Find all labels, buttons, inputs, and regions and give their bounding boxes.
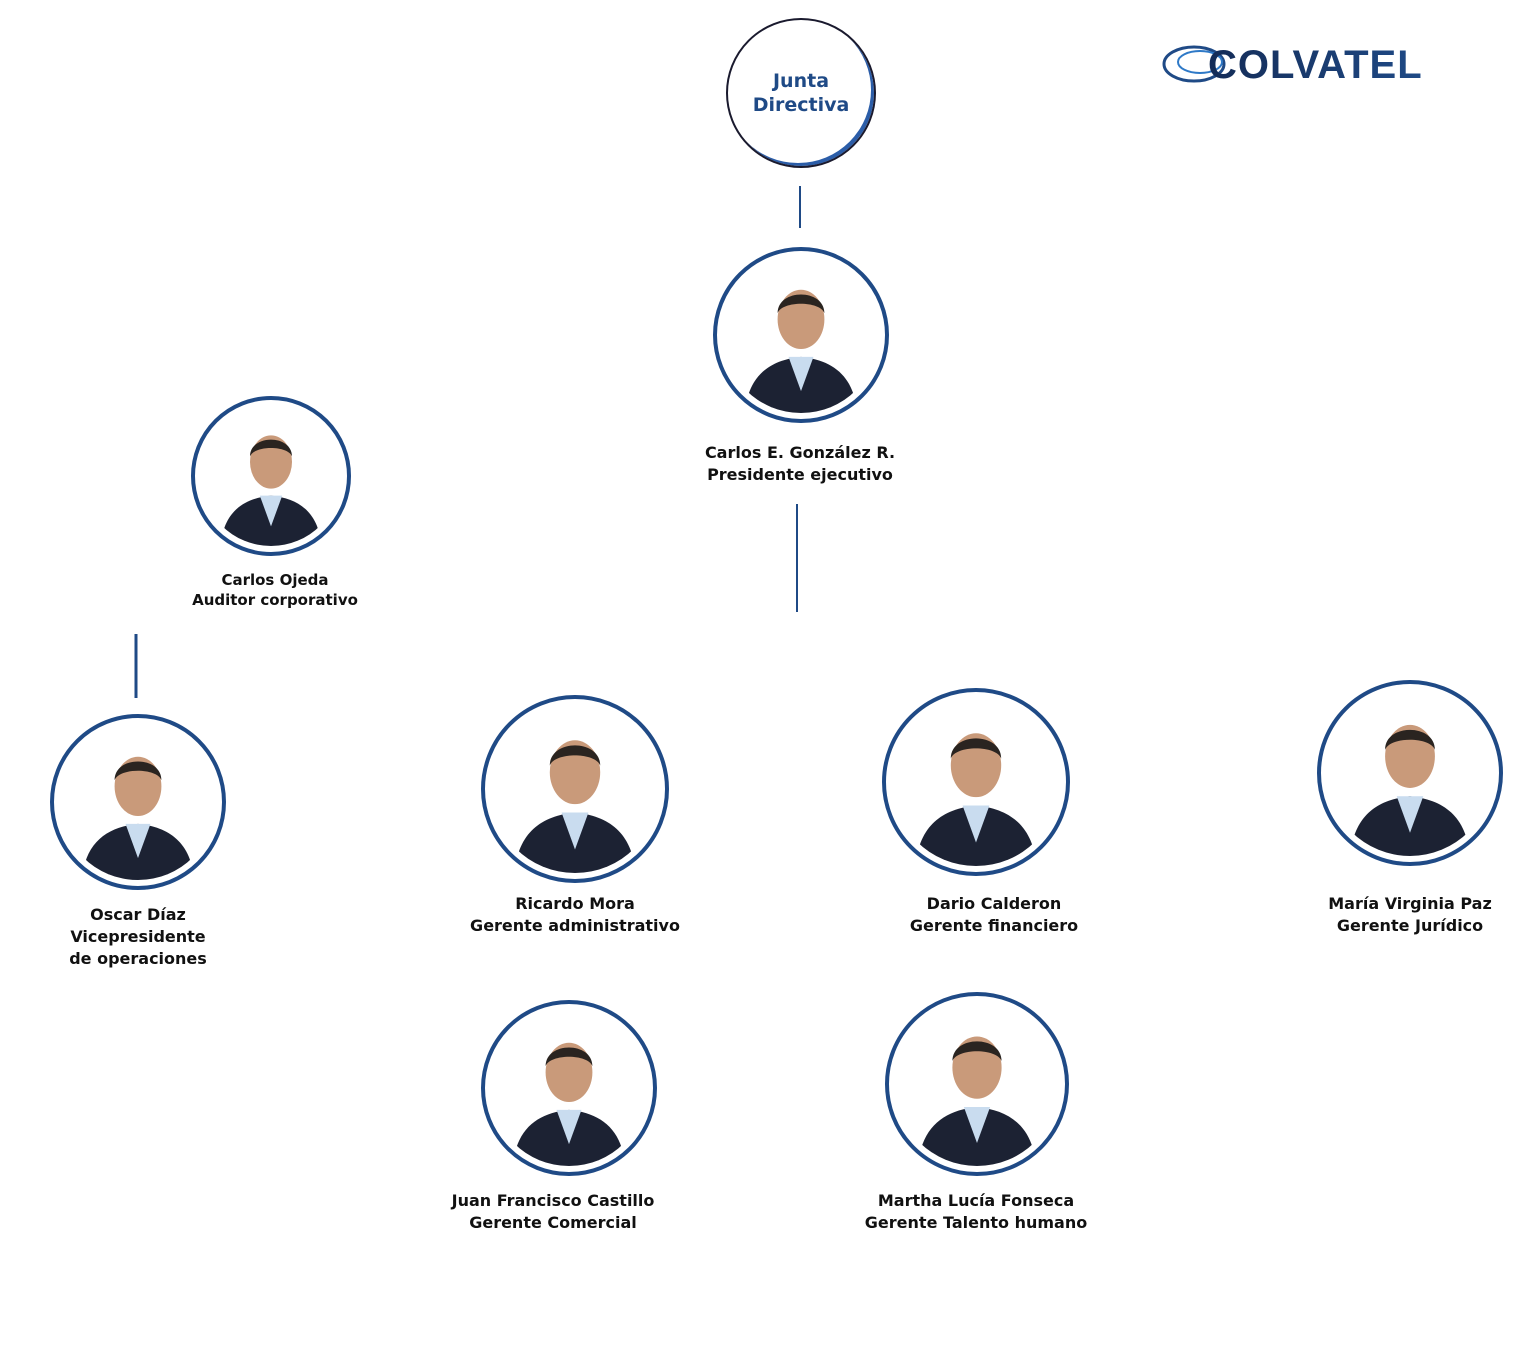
commercial-manager-label: Juan Francisco Castillo Gerente Comercia… xyxy=(452,1190,655,1234)
commercial-manager-photo xyxy=(481,1000,657,1176)
vp-operations-name: Oscar Díaz xyxy=(69,904,207,926)
logo-text: COLVATEL xyxy=(1208,43,1423,87)
president-role: Presidente ejecutivo xyxy=(705,464,895,486)
person-icon xyxy=(60,724,216,880)
president-photo xyxy=(713,247,889,423)
finance-manager-label: Dario Calderon Gerente financiero xyxy=(910,893,1078,937)
vp-operations-label: Oscar Díaz Vicepresidente de operaciones xyxy=(69,904,207,970)
vp-operations-role-2: de operaciones xyxy=(69,948,207,970)
auditor-photo xyxy=(191,396,351,556)
admin-manager-name: Ricardo Mora xyxy=(470,893,680,915)
commercial-manager-role: Gerente Comercial xyxy=(452,1212,655,1234)
board-label-line2: Directiva xyxy=(753,93,850,117)
colvatel-logo: COLVATEL xyxy=(1160,38,1480,88)
commercial-manager-name: Juan Francisco Castillo xyxy=(452,1190,655,1212)
person-icon xyxy=(892,698,1060,866)
president-label: Carlos E. González R. Presidente ejecuti… xyxy=(705,442,895,486)
person-icon xyxy=(201,406,341,546)
legal-manager-photo xyxy=(1317,680,1503,866)
legal-manager-label: María Virginia Paz Gerente Jurídico xyxy=(1328,893,1492,937)
person-icon xyxy=(491,1010,647,1166)
vp-operations-role-1: Vicepresidente xyxy=(69,926,207,948)
board-node: Junta Directiva xyxy=(726,18,876,168)
board-label-line1: Junta xyxy=(773,69,829,93)
hr-manager-photo xyxy=(885,992,1069,1176)
hr-manager-name: Martha Lucía Fonseca xyxy=(865,1190,1087,1212)
finance-manager-photo xyxy=(882,688,1070,876)
person-icon xyxy=(491,705,659,873)
finance-manager-role: Gerente financiero xyxy=(910,915,1078,937)
legal-manager-role: Gerente Jurídico xyxy=(1328,915,1492,937)
auditor-label: Carlos Ojeda Auditor corporativo xyxy=(192,570,358,610)
admin-manager-photo xyxy=(481,695,669,883)
finance-manager-name: Dario Calderon xyxy=(910,893,1078,915)
hr-manager-label: Martha Lucía Fonseca Gerente Talento hum… xyxy=(865,1190,1087,1234)
auditor-role: Auditor corporativo xyxy=(192,590,358,610)
admin-manager-role: Gerente administrativo xyxy=(470,915,680,937)
president-name: Carlos E. González R. xyxy=(705,442,895,464)
hr-manager-role: Gerente Talento humano xyxy=(865,1212,1087,1234)
person-icon xyxy=(895,1002,1059,1166)
auditor-name: Carlos Ojeda xyxy=(192,570,358,590)
person-icon xyxy=(1327,690,1493,856)
person-icon xyxy=(723,257,879,413)
vp-operations-photo xyxy=(50,714,226,890)
admin-manager-label: Ricardo Mora Gerente administrativo xyxy=(470,893,680,937)
legal-manager-name: María Virginia Paz xyxy=(1328,893,1492,915)
